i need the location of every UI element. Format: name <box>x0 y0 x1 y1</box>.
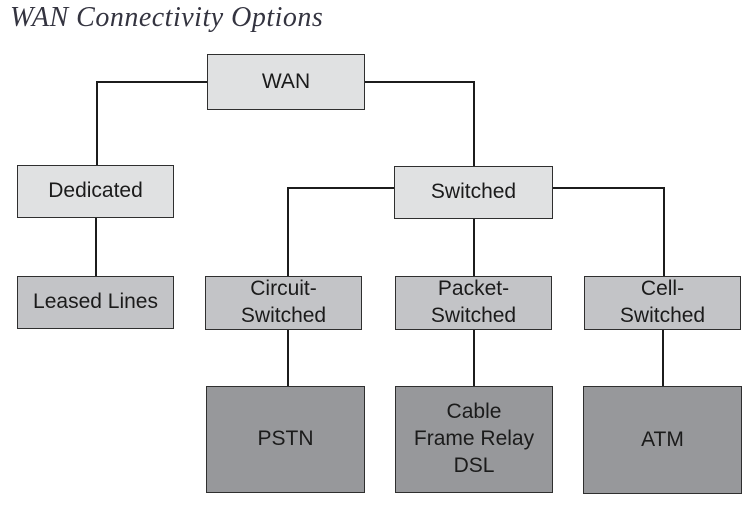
connector-dedicated-leased <box>95 218 97 276</box>
node-circuit-switched: Circuit- Switched <box>205 276 362 330</box>
connector-cell-atm <box>662 330 664 386</box>
connector-switched-cell-h <box>553 187 665 189</box>
diagram-title: WAN Connectivity Options <box>10 2 324 33</box>
connector-packet-cable <box>473 330 475 386</box>
node-wan: WAN <box>207 54 365 110</box>
connector-switched-cell-v <box>663 187 665 276</box>
connector-switched-circuit-v <box>287 187 289 276</box>
connector-wan-dedicated-v <box>96 81 98 165</box>
connector-circuit-pstn <box>287 330 289 386</box>
node-atm: ATM <box>583 386 742 494</box>
node-pstn: PSTN <box>206 386 365 493</box>
node-packet-switched: Packet- Switched <box>395 276 552 330</box>
node-cable-frame-dsl: Cable Frame Relay DSL <box>395 386 553 493</box>
connector-switched-circuit-h <box>287 187 394 189</box>
node-leased-lines: Leased Lines <box>17 276 174 329</box>
node-dedicated: Dedicated <box>17 165 174 218</box>
connector-wan-switched-v <box>473 81 475 166</box>
connector-wan-switched-h <box>365 81 475 83</box>
node-cell-switched: Cell- Switched <box>584 276 741 330</box>
connector-wan-dedicated-h <box>97 81 207 83</box>
node-switched: Switched <box>394 166 553 219</box>
connector-switched-packet <box>473 219 475 276</box>
